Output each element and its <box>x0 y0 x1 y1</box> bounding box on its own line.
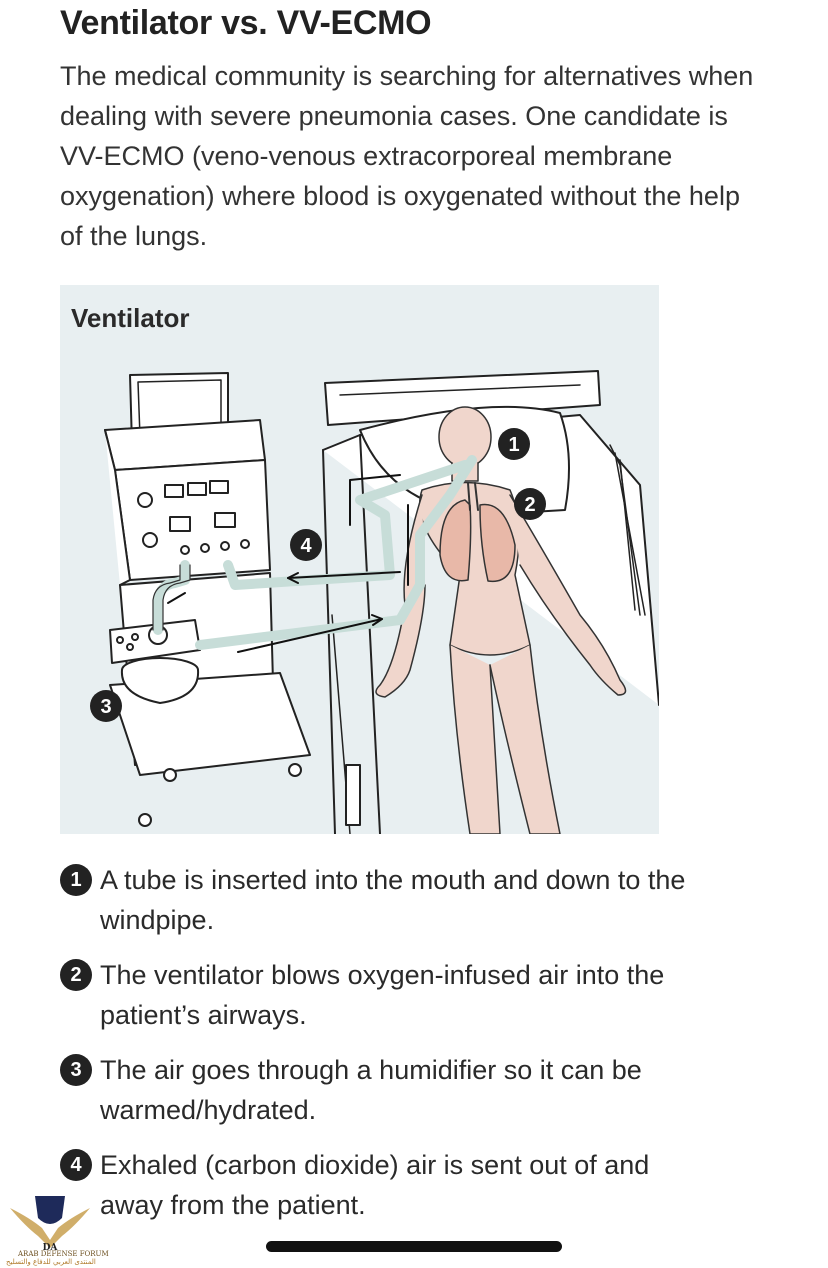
step-item: 1 A tube is inserted into the mouth and … <box>60 860 700 940</box>
step-text: The air goes through a humidifier so it … <box>100 1055 642 1125</box>
callout-1: 1 <box>498 428 530 460</box>
intro-paragraph: The medical community is searching for a… <box>60 56 760 256</box>
step-text: A tube is inserted into the mouth and do… <box>100 865 685 935</box>
step-list: 1 A tube is inserted into the mouth and … <box>60 860 700 1240</box>
callout-3: 3 <box>90 690 122 722</box>
watermark-line2: المنتدى العربي للدفاع والتسليح <box>6 1258 96 1266</box>
callout-1-label: 1 <box>508 434 519 456</box>
step-item: 2 The ventilator blows oxygen-infused ai… <box>60 955 700 1035</box>
callout-4-label: 4 <box>300 535 312 557</box>
callout-3-label: 3 <box>100 696 111 718</box>
step-text: Exhaled (carbon dioxide) air is sent out… <box>100 1150 649 1220</box>
home-indicator[interactable] <box>266 1241 562 1252</box>
step-number-badge: 4 <box>60 1149 92 1181</box>
callout-2: 2 <box>514 488 546 520</box>
watermark-line1: ARAB DEFENSE FORUM <box>18 1250 109 1258</box>
ventilator-illustration: 1 2 3 4 <box>60 285 659 834</box>
page-title: Ventilator vs. VV-ECMO <box>60 4 431 43</box>
ventilator-machine <box>105 373 310 826</box>
step-number-badge: 1 <box>60 864 92 896</box>
step-text: The ventilator blows oxygen-infused air … <box>100 960 664 1030</box>
step-item: 4 Exhaled (carbon dioxide) air is sent o… <box>60 1145 700 1225</box>
callout-4: 4 <box>290 529 322 561</box>
step-number-badge: 2 <box>60 959 92 991</box>
step-number-badge: 3 <box>60 1054 92 1086</box>
diagram-title: Ventilator <box>71 303 189 334</box>
step-item: 3 The air goes through a humidifier so i… <box>60 1050 700 1130</box>
callout-2-label: 2 <box>524 494 535 516</box>
ventilator-diagram: 1 2 3 4 Ventilator <box>60 285 659 834</box>
